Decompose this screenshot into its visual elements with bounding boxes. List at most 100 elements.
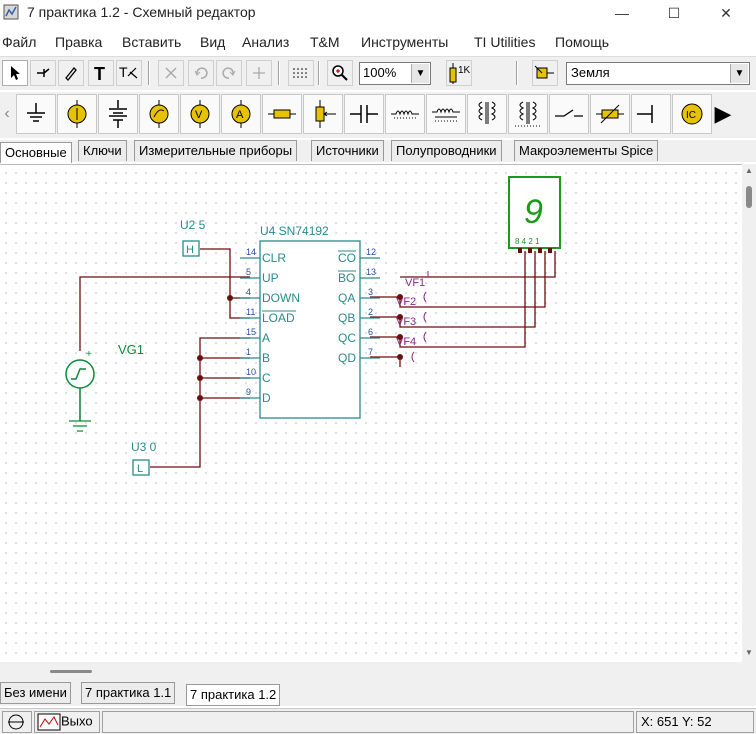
label-button[interactable]: T xyxy=(116,60,142,86)
menu-tools[interactable]: Инструменты xyxy=(361,34,449,50)
wire[interactable] xyxy=(400,251,556,278)
wire[interactable] xyxy=(150,337,250,468)
menu-view[interactable]: Вид xyxy=(200,34,226,50)
scroll-thumb[interactable] xyxy=(746,186,752,208)
potentiometer-button[interactable] xyxy=(303,94,343,134)
zoom-select[interactable]: 100% ▼ xyxy=(359,62,431,85)
grid-button[interactable] xyxy=(288,60,314,86)
pin-name: QD xyxy=(338,351,356,365)
ground-button[interactable] xyxy=(16,94,56,134)
schematic-canvas[interactable]: U2 5 H U3 0 L + VG1 U4 SN74192 xyxy=(0,164,742,662)
pin-number: 12 xyxy=(366,247,376,257)
svg-text:T: T xyxy=(119,64,128,80)
vg1-generator[interactable]: + VG1 xyxy=(65,342,144,432)
component-select[interactable]: Земля ▼ xyxy=(566,62,750,85)
resistor-value-button[interactable]: 1K xyxy=(446,60,472,86)
chevron-down-icon[interactable]: ▼ xyxy=(745,648,753,657)
wire-icon xyxy=(37,68,50,77)
seven-segment-display[interactable]: 9 8 4 2 1 xyxy=(508,176,561,253)
minimize-button[interactable]: — xyxy=(596,0,648,26)
sheet-tab-untitled[interactable]: Без имени xyxy=(0,682,71,704)
menu-insert[interactable]: Вставить xyxy=(122,34,182,50)
battery-button[interactable] xyxy=(98,94,138,134)
tab-sources[interactable]: Источники xyxy=(311,140,384,161)
wire[interactable] xyxy=(370,251,536,328)
wire[interactable] xyxy=(200,248,250,299)
undo-button[interactable] xyxy=(188,60,214,86)
status-message-panel xyxy=(102,711,634,733)
tab-instruments[interactable]: Измерительные приборы xyxy=(134,140,298,161)
menu-file[interactable]: Файл xyxy=(2,34,37,50)
menu-tm[interactable]: T&M xyxy=(310,34,340,50)
junction-dot xyxy=(397,294,403,300)
switch-button[interactable] xyxy=(549,94,589,134)
pen-icon xyxy=(65,67,77,81)
vertical-scrollbar[interactable]: ▲ ▼ xyxy=(742,164,756,662)
voltage-source-button[interactable] xyxy=(57,94,97,134)
wire[interactable] xyxy=(370,251,526,348)
tab-semiconductors[interactable]: Полупроводники xyxy=(391,140,502,161)
wire[interactable] xyxy=(370,251,546,308)
u4-counter[interactable]: U4 SN74192 14 5 4 11 15 1 10 9 12 13 3 2… xyxy=(240,224,380,419)
wire[interactable] xyxy=(79,276,250,351)
potentiometer-icon xyxy=(315,100,336,128)
maximize-button[interactable]: ☐ xyxy=(648,0,700,26)
wire-button[interactable] xyxy=(30,60,56,86)
u3-logic-low[interactable]: U3 0 L xyxy=(131,440,157,476)
pin-number: 2 xyxy=(368,307,373,317)
chevron-up-icon[interactable]: ▲ xyxy=(745,166,753,175)
voltmeter-button[interactable]: V xyxy=(180,94,220,134)
text-button[interactable]: T xyxy=(88,60,114,86)
inductor-icon xyxy=(391,110,419,119)
sheet-tab-practice-1-1[interactable]: 7 практика 1.1 xyxy=(81,682,176,704)
toolbar-separator xyxy=(278,61,280,85)
tab-basic[interactable]: Основные xyxy=(0,142,72,163)
pin-name: CO xyxy=(338,251,356,265)
variable-resistor-button[interactable] xyxy=(590,94,630,134)
u2-logic-high[interactable]: U2 5 H xyxy=(180,218,206,257)
inductor-button[interactable] xyxy=(385,94,425,134)
sheet-tab-practice-1-2[interactable]: 7 практика 1.2 xyxy=(186,684,281,706)
menu-analysis[interactable]: Анализ xyxy=(242,34,290,50)
wires xyxy=(79,248,556,468)
pointer-button[interactable] xyxy=(2,60,28,86)
zoom-value: 100% xyxy=(363,65,397,80)
probe-icon[interactable] xyxy=(411,291,427,363)
resistor-button[interactable] xyxy=(262,94,302,134)
close-button[interactable]: ✕ xyxy=(700,0,752,26)
svg-text:V: V xyxy=(195,109,203,121)
pen-button[interactable] xyxy=(58,60,84,86)
current-source-button[interactable] xyxy=(139,94,179,134)
redo-button[interactable] xyxy=(216,60,242,86)
menu-ti-utilities[interactable]: TI Utilities xyxy=(474,34,536,50)
tab-switches[interactable]: Ключи xyxy=(78,140,127,161)
delete-button[interactable] xyxy=(158,60,184,86)
probe-button[interactable] xyxy=(532,60,558,86)
menu-edit[interactable]: Правка xyxy=(55,34,103,50)
horizontal-scroll-thumb[interactable] xyxy=(50,670,92,673)
coupled-inductor-button[interactable] xyxy=(426,94,466,134)
pointer-icon xyxy=(11,66,20,80)
minimize-icon: — xyxy=(615,5,629,21)
component-tabs: Основные Ключи Измерительные приборы Ист… xyxy=(0,140,756,163)
scroll-right-button[interactable]: ▶ xyxy=(715,94,732,134)
probe-label: VF4 xyxy=(396,336,416,348)
pin-number: 5 xyxy=(246,267,251,277)
capacitor-button[interactable] xyxy=(344,94,384,134)
menu-help[interactable]: Помощь xyxy=(555,34,610,50)
ic-button[interactable]: IC xyxy=(672,94,712,134)
output-panel[interactable]: Выхо xyxy=(34,711,100,733)
probe-icon xyxy=(534,65,554,79)
tab-spice-macros[interactable]: Макроэлементы Spice xyxy=(514,140,659,161)
zoom-button[interactable] xyxy=(327,60,353,86)
junction-button[interactable] xyxy=(246,60,272,86)
diode-button[interactable] xyxy=(631,94,671,134)
transformer-button[interactable] xyxy=(467,94,507,134)
pin-number: 6 xyxy=(368,327,373,337)
battery-icon xyxy=(109,100,127,128)
status-icon-panel[interactable] xyxy=(2,711,32,733)
scroll-left-button[interactable]: ‹ xyxy=(0,94,14,134)
ammeter-button[interactable]: A xyxy=(221,94,261,134)
transformer2-button[interactable] xyxy=(508,94,548,134)
redo-icon xyxy=(222,67,236,79)
